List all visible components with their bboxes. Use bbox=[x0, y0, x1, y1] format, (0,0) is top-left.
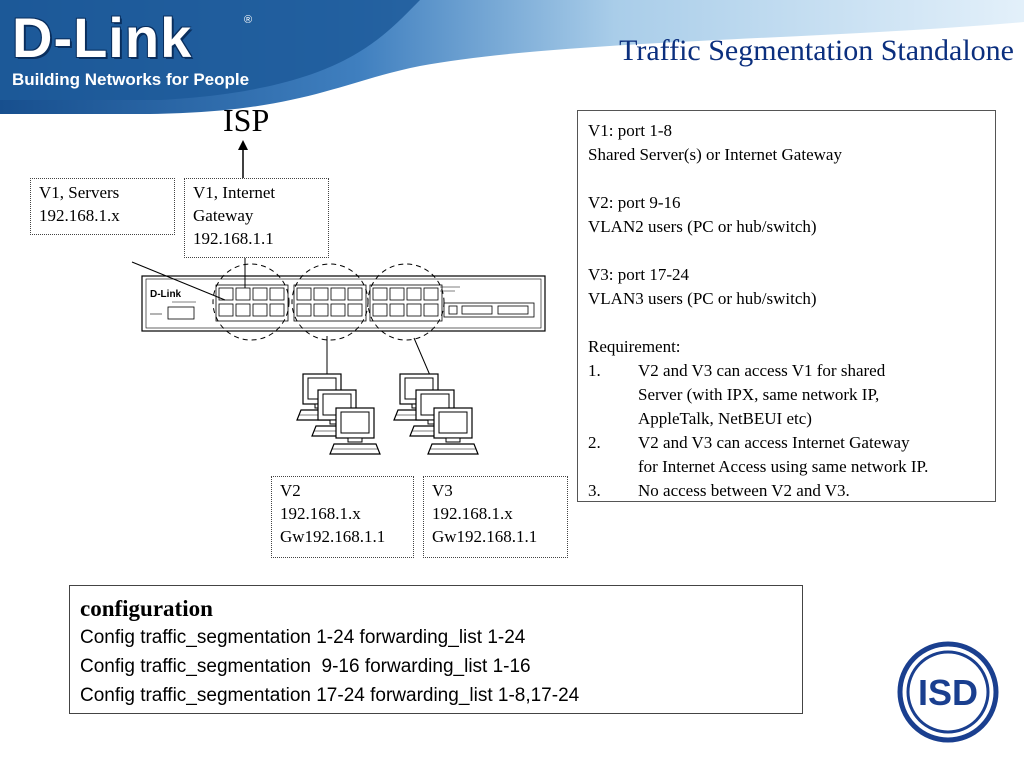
ethernet-port bbox=[347, 287, 363, 301]
v3-pc-cluster bbox=[393, 373, 479, 455]
v3-desc: VLAN3 users (PC or hub/switch) bbox=[588, 289, 817, 308]
requirement-number: 2. bbox=[588, 433, 601, 452]
config-line: Config traffic_segmentation 17-24 forwar… bbox=[80, 685, 580, 706]
v3-line2: 192.168.1.x bbox=[432, 504, 513, 523]
isd-badge-text: ISD bbox=[918, 672, 978, 713]
logo-text: D-Link bbox=[12, 6, 193, 69]
ethernet-port bbox=[296, 287, 312, 301]
pc-icon bbox=[329, 407, 381, 455]
dlink-logo: D-Link ® Building Networks for People bbox=[12, 10, 252, 90]
requirement-text: Server (with IPX, same network IP, bbox=[638, 385, 880, 404]
port-block bbox=[215, 284, 289, 322]
switch-device: D-Link bbox=[141, 275, 546, 332]
ethernet-port bbox=[389, 287, 405, 301]
gateway-label-box: V1, Internet Gateway 192.168.1.1 bbox=[184, 178, 329, 258]
v3-connection bbox=[413, 337, 433, 381]
ethernet-port bbox=[252, 287, 268, 301]
ethernet-port bbox=[423, 303, 439, 317]
isp-label: ISP bbox=[223, 102, 270, 138]
config-line: Config traffic_segmentation 1-24 forward… bbox=[80, 627, 526, 648]
servers-line2: 192.168.1.x bbox=[39, 206, 120, 225]
v1-title: V1: port 1-8 bbox=[588, 121, 673, 140]
switch-brand-label: D-Link bbox=[150, 289, 182, 300]
ethernet-port bbox=[372, 303, 388, 317]
requirement-number: 1. bbox=[588, 361, 601, 380]
v3-line1: V3 bbox=[432, 481, 453, 500]
isd-badge: ISD bbox=[897, 641, 999, 743]
pc-icon bbox=[427, 407, 479, 455]
v3-title: V3: port 17-24 bbox=[588, 265, 690, 284]
ethernet-port bbox=[347, 303, 363, 317]
servers-label-box: V1, Servers 192.168.1.x bbox=[30, 178, 175, 235]
requirement-item: 1. V2 and V3 can access V1 for shared Se… bbox=[588, 359, 985, 431]
requirement-text: V2 and V3 can access V1 for shared bbox=[638, 361, 886, 380]
v2-desc: VLAN2 users (PC or hub/switch) bbox=[588, 217, 817, 236]
port-block bbox=[293, 284, 367, 322]
ethernet-port bbox=[235, 303, 251, 317]
header-banner: D-Link ® Building Networks for People Tr… bbox=[0, 0, 1024, 118]
ethernet-port bbox=[296, 303, 312, 317]
requirement-text: No access between V2 and V3. bbox=[638, 481, 850, 500]
ethernet-port bbox=[372, 287, 388, 301]
requirement-text: for Internet Access using same network I… bbox=[638, 457, 929, 476]
gateway-line3: 192.168.1.1 bbox=[193, 229, 274, 248]
v2-pc-cluster bbox=[296, 373, 381, 455]
requirements-box: V1: port 1-8 Shared Server(s) or Interne… bbox=[577, 110, 996, 502]
config-line: Config traffic_segmentation 9-16 forward… bbox=[80, 656, 531, 677]
banner-background bbox=[0, 0, 1024, 114]
switch-ports bbox=[215, 284, 443, 322]
console-port bbox=[167, 306, 195, 320]
logo-tagline: Building Networks for People bbox=[12, 70, 250, 89]
requirement-text: V2 and V3 can access Internet Gateway bbox=[638, 433, 910, 452]
ethernet-port bbox=[218, 287, 234, 301]
port-group-v3-circle bbox=[367, 263, 445, 341]
v3-label-box: V3 192.168.1.x Gw192.168.1.1 bbox=[423, 476, 568, 558]
v2-line1: V2 bbox=[280, 481, 301, 500]
gateway-line2: Gateway bbox=[193, 206, 254, 225]
ethernet-port bbox=[269, 287, 285, 301]
requirement-text: AppleTalk, NetBEUI etc) bbox=[638, 409, 812, 428]
requirement-item: 3. No access between V2 and V3. bbox=[588, 479, 985, 503]
configuration-box: configuration Config traffic_segmentatio… bbox=[69, 585, 803, 714]
port-block bbox=[369, 284, 443, 322]
gateway-line1: V1, Internet bbox=[193, 183, 276, 202]
ethernet-port bbox=[330, 287, 346, 301]
ethernet-port bbox=[313, 303, 329, 317]
uplink-slots bbox=[443, 302, 535, 318]
requirement-heading: Requirement: bbox=[588, 337, 681, 356]
ethernet-port bbox=[269, 303, 285, 317]
ethernet-port bbox=[406, 287, 422, 301]
ethernet-port bbox=[313, 287, 329, 301]
ethernet-port bbox=[330, 303, 346, 317]
servers-connection bbox=[131, 261, 226, 301]
configuration-heading: configuration bbox=[80, 596, 213, 621]
ethernet-port bbox=[218, 303, 234, 317]
ethernet-port bbox=[252, 303, 268, 317]
ethernet-port bbox=[235, 287, 251, 301]
ethernet-port bbox=[406, 303, 422, 317]
logo-registered-mark: ® bbox=[244, 14, 253, 26]
isp-arrow-head bbox=[238, 140, 248, 150]
port-group-v1-circle bbox=[212, 263, 290, 341]
ethernet-port bbox=[423, 287, 439, 301]
requirement-item: 2. V2 and V3 can access Internet Gateway… bbox=[588, 431, 985, 479]
v1-desc: Shared Server(s) or Internet Gateway bbox=[588, 145, 842, 164]
requirement-number: 3. bbox=[588, 481, 601, 500]
ethernet-port bbox=[389, 303, 405, 317]
v2-label-box: V2 192.168.1.x Gw192.168.1.1 bbox=[271, 476, 414, 558]
v2-line3: Gw192.168.1.1 bbox=[280, 527, 386, 546]
v2-title: V2: port 9-16 bbox=[588, 193, 681, 212]
v2-line2: 192.168.1.x bbox=[280, 504, 361, 523]
v3-line3: Gw192.168.1.1 bbox=[432, 527, 538, 546]
slide-title: Traffic Segmentation Standalone bbox=[619, 34, 1014, 67]
servers-line1: V1, Servers bbox=[39, 183, 120, 202]
